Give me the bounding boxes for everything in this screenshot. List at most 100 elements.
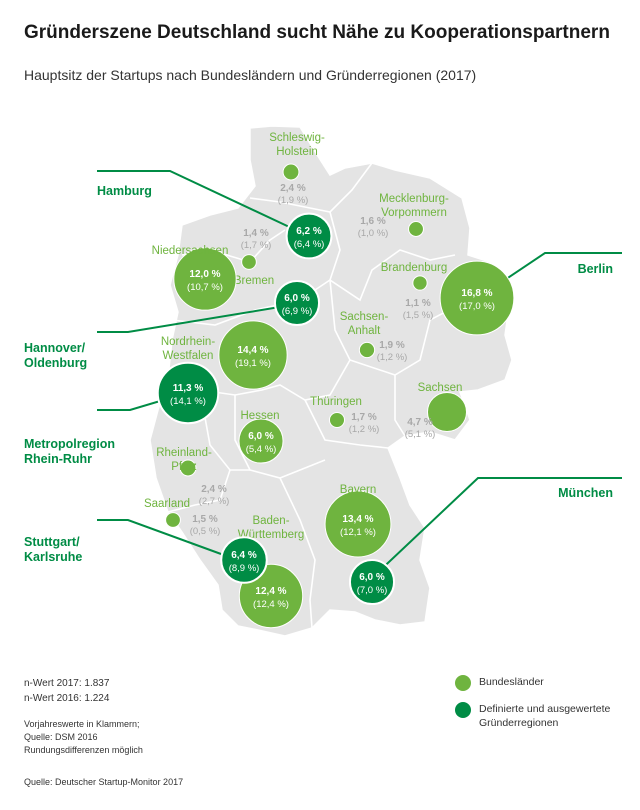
state-borders bbox=[167, 162, 469, 629]
state-value-schleswig-holstein: 2,4 % bbox=[280, 183, 306, 194]
state-prev-nordrhein-westfalen: (19,1 %) bbox=[235, 358, 271, 369]
region-bubble-stuttgart-karlsruhe bbox=[220, 536, 268, 584]
state-name-schleswig-holstein-1: Holstein bbox=[276, 146, 318, 158]
state-value-bremen: 1,4 % bbox=[243, 228, 269, 239]
state-bubble-berlin bbox=[439, 260, 515, 336]
region-m-nchen: 6,0 %(7,0 %)München bbox=[348, 486, 613, 606]
state-sachsen-anhalt: 1,9 %(1,2 %) Sachsen- Anhalt bbox=[340, 311, 408, 363]
legend-regions: Definierte und ausgewertete Gründerregio… bbox=[455, 702, 629, 730]
state-prev-baden-w-rttemberg: (12,4 %) bbox=[253, 599, 289, 610]
state-value-baden-w-rttemberg: 12,4 % bbox=[255, 586, 286, 597]
region-name-hannover-oldenburg: Hannover/ bbox=[24, 341, 86, 355]
state-bubble-hessen bbox=[238, 418, 284, 464]
state-prev-sachsen-anhalt: (1,2 %) bbox=[377, 352, 408, 363]
region-prev-metropolregionrhein-ruhr: (14,1 %) bbox=[170, 396, 206, 407]
state-prev-th-ringen: (1,2 %) bbox=[349, 424, 380, 435]
state-bubble-mecklenburg-vorpommern bbox=[408, 221, 424, 237]
state-name-sachsen-anhalt-1: Anhalt bbox=[348, 325, 381, 337]
region-bubble-hannover-oldenburg bbox=[273, 279, 321, 327]
region-name-stuttgart-karlsruhe: Stuttgart/ bbox=[24, 535, 80, 549]
state-bubble-th-ringen bbox=[328, 411, 346, 429]
source-line: Quelle: Deutscher Startup-Monitor 2017 bbox=[24, 777, 184, 787]
state-bayern: 13,4 % (12,1 %) Bayern bbox=[324, 484, 392, 558]
region-prev-stuttgart-karlsruhe: (8,9 %) bbox=[229, 563, 260, 574]
region-bubble-m-nchen bbox=[348, 558, 396, 606]
state-name-nordrhein-westfalen-1: Westfalen bbox=[163, 350, 214, 362]
state-value-rheinland-pfalz: 2,4 % bbox=[201, 484, 227, 495]
note-rounding: Rundungsdifferenzen möglich bbox=[24, 745, 143, 755]
state-value-berlin: 16,8 % bbox=[461, 288, 492, 299]
state-bubble-schleswig-holstein bbox=[282, 163, 300, 181]
state-bubble-saarland bbox=[165, 512, 181, 528]
region-name-hannover-oldenburg-1: Oldenburg bbox=[24, 356, 87, 370]
state-value-sachsen: 4,7 % bbox=[407, 417, 433, 428]
state-name-nordrhein-westfalen: Nordrhein- bbox=[161, 336, 215, 348]
state-value-sachsen-anhalt: 1,9 % bbox=[379, 340, 405, 351]
state-value-hessen: 6,0 % bbox=[248, 431, 274, 442]
state-name-bremen: Bremen bbox=[234, 275, 274, 287]
state-value-bayern: 13,4 % bbox=[342, 514, 373, 525]
region-value-hannover-oldenburg: 6,0 % bbox=[284, 293, 310, 304]
state-berlin: 16,8 % (17,0 %) bbox=[439, 260, 515, 336]
state-bubble-nordrhein-westfalen bbox=[218, 320, 288, 390]
state-bubble-bayern bbox=[324, 490, 392, 558]
state-prev-saarland: (0,5 %) bbox=[190, 526, 221, 537]
state-prev-berlin: (17,0 %) bbox=[459, 301, 495, 312]
region-bubble-hamburg bbox=[285, 212, 333, 260]
germany-silhouette bbox=[149, 125, 513, 637]
state-value-niedersachsen: 12,0 % bbox=[189, 269, 220, 280]
n-value-2017: n-Wert 2017: 1.837 bbox=[24, 678, 110, 689]
note-previous-year: Vorjahreswerte in Klammern; bbox=[24, 719, 140, 729]
state-rheinland-pfalz: 2,4 %(2,7 %)Rheinland-Pfalz bbox=[156, 447, 229, 507]
legend-states-label: Bundesländer bbox=[479, 676, 544, 688]
region-name-stuttgart-karlsruhe-1: Karlsruhe bbox=[24, 550, 82, 564]
state-bubble-brandenburg bbox=[412, 275, 428, 291]
state-name-brandenburg: Brandenburg bbox=[381, 262, 448, 274]
state-brandenburg: 1,1 %(1,5 %) Brandenburg bbox=[381, 262, 448, 321]
legend-regions-label: Definierte und ausgewertete Gründerregio… bbox=[479, 703, 611, 729]
region-value-hamburg: 6,2 % bbox=[296, 226, 322, 237]
state-name-berlin-label: Berlin bbox=[578, 262, 613, 276]
region-hamburg: 6,2 %(6,4 %)Hamburg bbox=[97, 184, 333, 260]
region-name-metropolregionrhein-ruhr: Metropolregion bbox=[24, 437, 115, 451]
state-name-bayern: Bayern bbox=[340, 484, 376, 496]
state-name-baden-w-rttemberg: Baden- bbox=[252, 515, 289, 527]
state-saarland: 1,5 %(0,5 %)Saarland bbox=[144, 498, 220, 537]
legend-states: Bundesländer bbox=[455, 675, 629, 691]
state-prev-bayern: (12,1 %) bbox=[340, 527, 376, 538]
state-name-mecklenburg-vorpommern: Mecklenburg- bbox=[379, 193, 449, 205]
state-name-mecklenburg-vorpommern-1: Vorpommern bbox=[381, 207, 447, 219]
state-value-mecklenburg-vorpommern: 1,6 % bbox=[360, 216, 386, 227]
state-bremen: 1,4 %(1,7 %)Bremen bbox=[234, 228, 274, 287]
region-name-metropolregionrhein-ruhr-1: Rhein-Ruhr bbox=[24, 452, 92, 466]
note-source-dsm: Quelle: DSM 2016 bbox=[24, 732, 98, 742]
state-hessen: 6,0 % (5,4 %) Hessen bbox=[238, 410, 284, 464]
n-value-2016: n-Wert 2016: 1.224 bbox=[24, 693, 110, 704]
state-prev-schleswig-holstein: (1,9 %) bbox=[278, 195, 309, 206]
state-bubble-sachsen bbox=[426, 391, 468, 433]
state-value-brandenburg: 1,1 % bbox=[405, 298, 431, 309]
state-prev-hessen: (5,4 %) bbox=[246, 444, 277, 455]
state-bubble-rheinland-pfalz bbox=[179, 459, 197, 477]
state-prev-brandenburg: (1,5 %) bbox=[403, 310, 434, 321]
state-prev-sachsen: (5,1 %) bbox=[405, 429, 436, 440]
region-value-m-nchen: 6,0 % bbox=[359, 572, 385, 583]
region-value-metropolregionrhein-ruhr: 11,3 % bbox=[173, 383, 204, 394]
legend-state-dot bbox=[455, 675, 471, 691]
region-bubble-metropolregionrhein-ruhr bbox=[156, 361, 220, 425]
state-name-hessen: Hessen bbox=[241, 410, 280, 422]
state-name-sachsen-anhalt: Sachsen- bbox=[340, 311, 389, 323]
state-bubble-sachsen-anhalt bbox=[358, 341, 376, 359]
state-name-rheinland-pfalz: Rheinland- bbox=[156, 447, 212, 459]
legend-region-dot bbox=[455, 702, 471, 718]
state-name-schleswig-holstein: Schleswig- bbox=[269, 132, 325, 144]
region-value-stuttgart-karlsruhe: 6,4 % bbox=[231, 550, 257, 561]
state-nordrhein-westfalen: 14,4 %(19,1 %)Nordrhein-Westfalen bbox=[161, 320, 288, 390]
state-prev-niedersachsen: (10,7 %) bbox=[187, 282, 223, 293]
state-mecklenburg-vorpommern: 1,6 %(1,0 %)Mecklenburg-Vorpommern bbox=[358, 193, 449, 239]
page-subtitle: Hauptsitz der Startups nach Bundesländer… bbox=[24, 67, 477, 83]
region-name-hamburg: Hamburg bbox=[97, 184, 152, 198]
region-prev-m-nchen: (7,0 %) bbox=[357, 585, 388, 596]
